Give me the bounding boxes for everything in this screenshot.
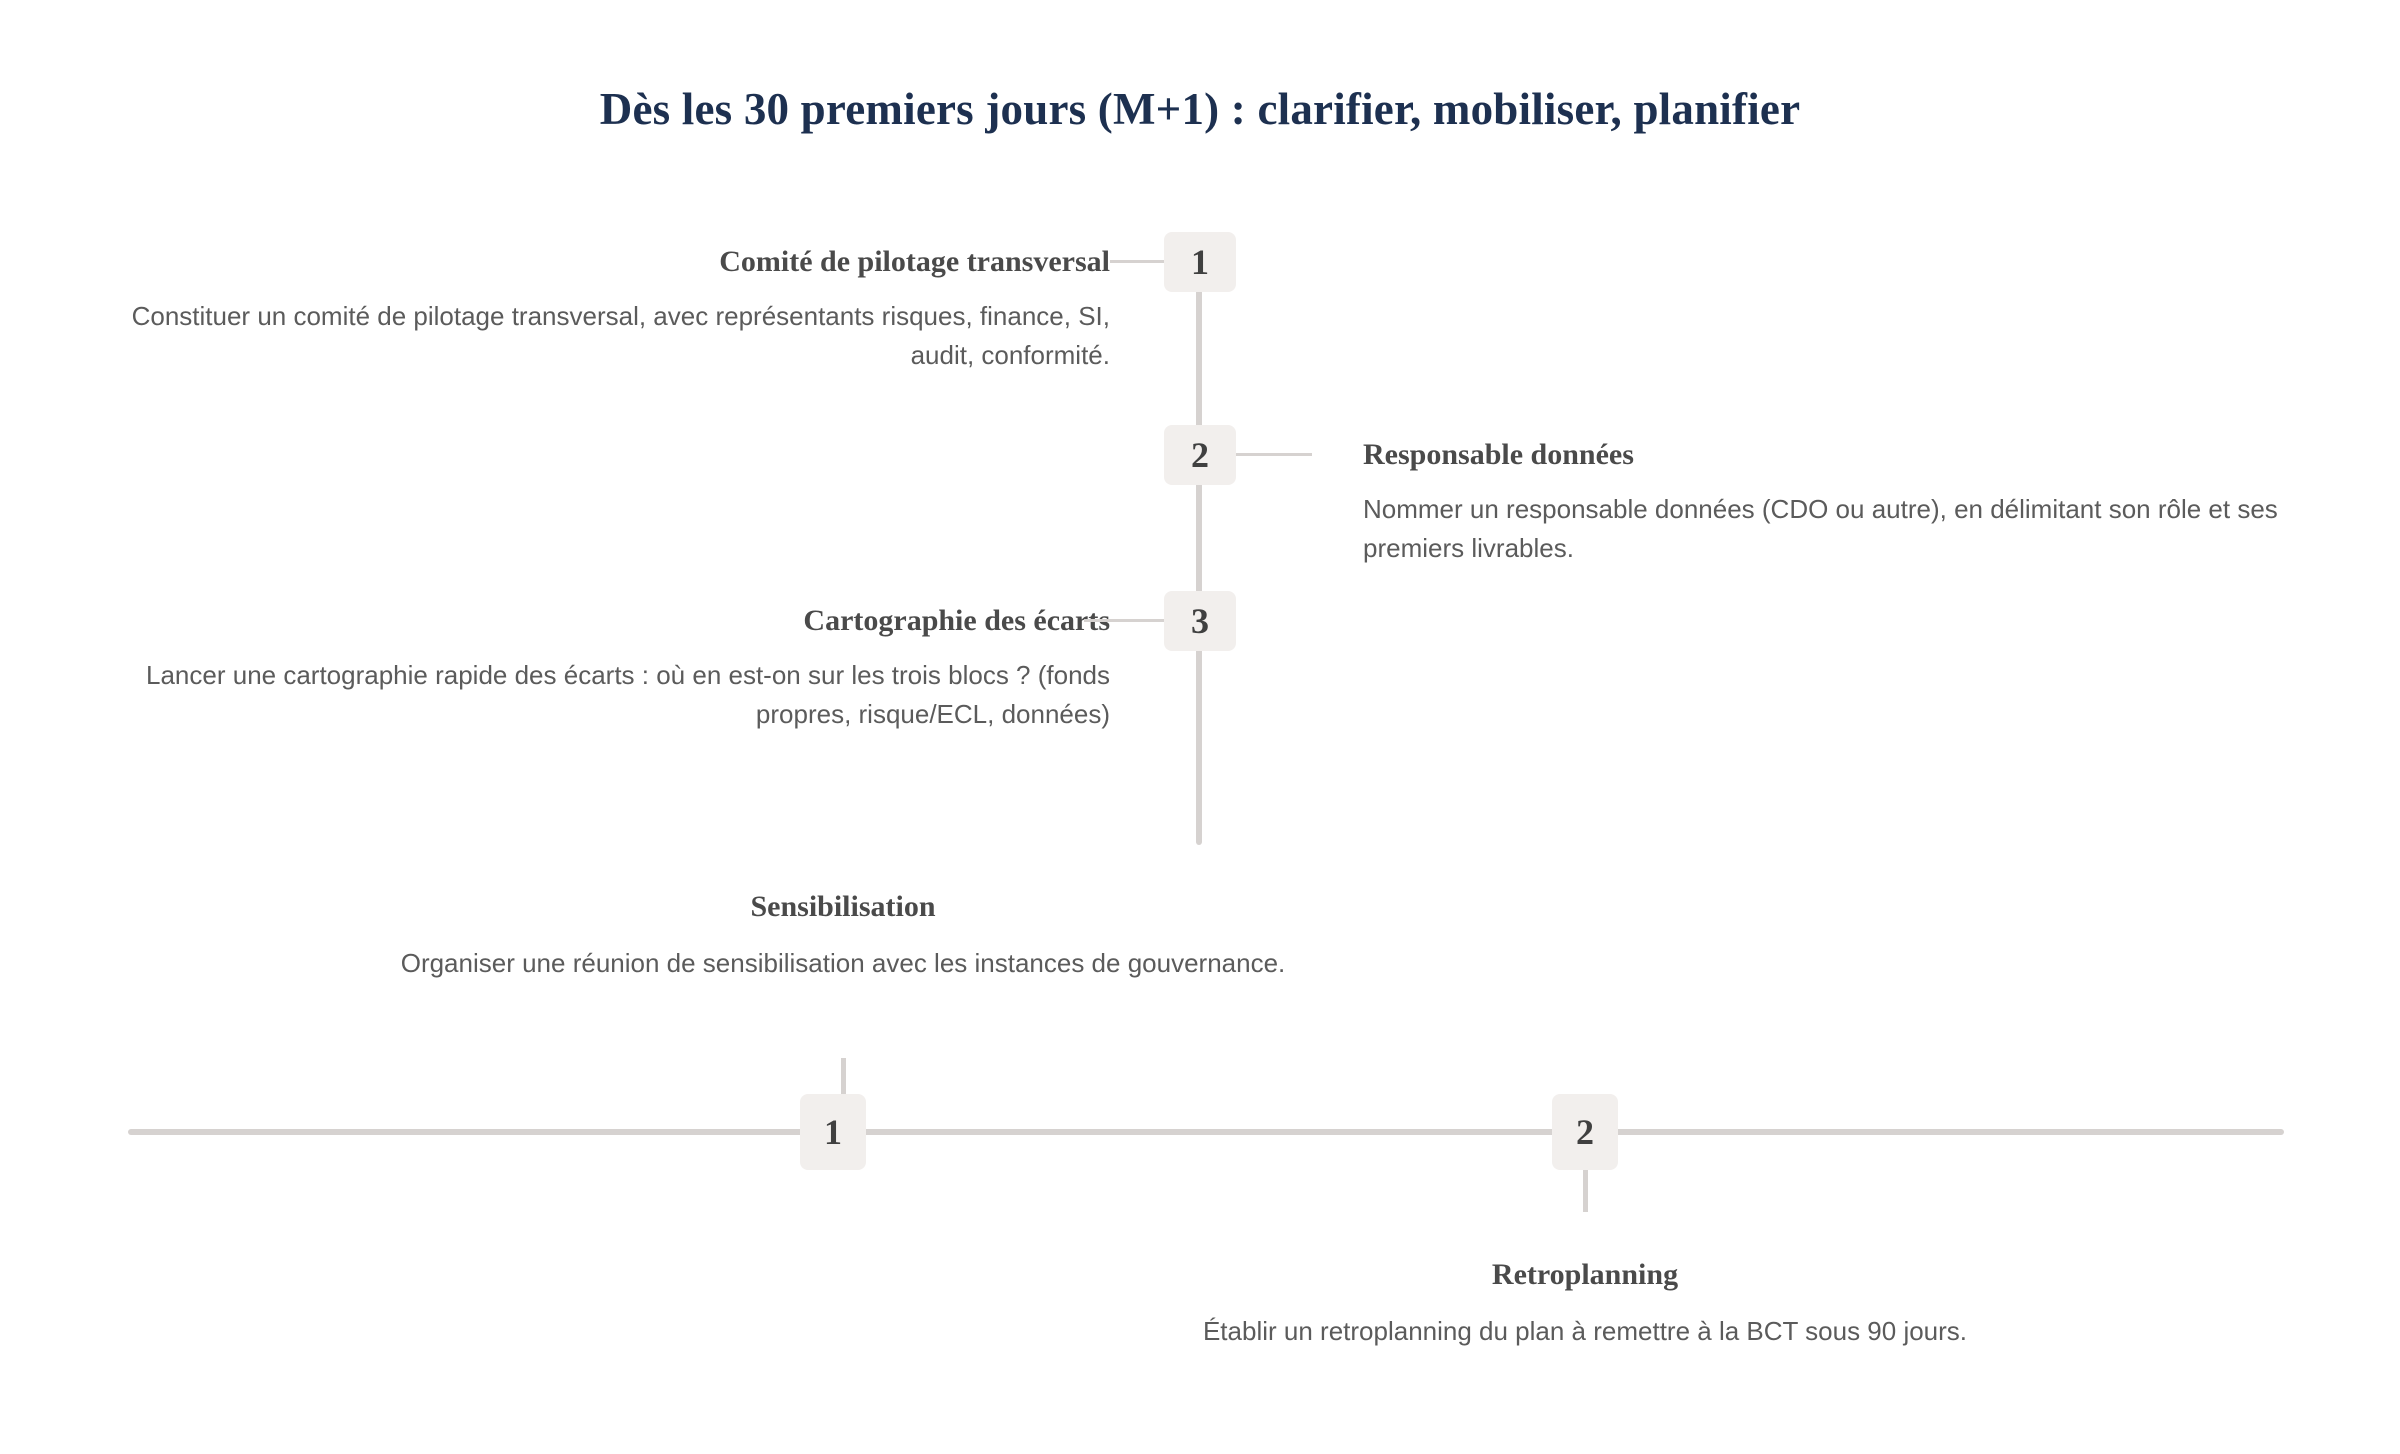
connector-stub-h1: [841, 1058, 846, 1098]
connector-stub-v1: [1110, 260, 1168, 263]
vertical-item-2-title: Responsable données: [1363, 438, 1634, 471]
vertical-badge-2[interactable]: 2: [1164, 425, 1236, 485]
vertical-item-2-description: Nommer un responsable données (CDO ou au…: [1363, 493, 2278, 564]
horizontal-item-1-description: Organiser une réunion de sensibilisation…: [400, 947, 1286, 978]
horizontal-item-2-title: Retroplanning: [1491, 1258, 1679, 1291]
vertical-item-1-title: Comité de pilotage transversal: [719, 245, 1110, 278]
vertical-item-1-description: Constituer un comité de pilotage transve…: [131, 300, 1110, 371]
connector-stub-h2: [1583, 1168, 1588, 1212]
horizontal-badge-1[interactable]: 1: [800, 1094, 866, 1170]
vertical-item-2: Responsable données Nommer un responsabl…: [1363, 436, 2363, 569]
vertical-timeline-axis: [1196, 260, 1202, 845]
horizontal-item-1: Sensibilisation Organiser une réunion de…: [143, 888, 1543, 983]
vertical-timeline: 1 Comité de pilotage transversal Constit…: [110, 232, 2363, 845]
connector-stub-v3: [1084, 619, 1168, 622]
vertical-item-3-description: Lancer une cartographie rapide des écart…: [146, 659, 1110, 730]
vertical-badge-3[interactable]: 3: [1164, 591, 1236, 651]
horizontal-item-1-title: Sensibilisation: [750, 890, 936, 923]
vertical-item-3-title: Cartographie des écarts: [803, 604, 1110, 637]
horizontal-item-2: Retroplanning Établir un retroplanning d…: [885, 1256, 2285, 1351]
horizontal-timeline-axis: [128, 1129, 2284, 1135]
horizontal-badge-2[interactable]: 2: [1552, 1094, 1618, 1170]
horizontal-item-2-description: Établir un retroplanning du plan à remet…: [1202, 1315, 1968, 1346]
page-title: Dès les 30 premiers jours (M+1) : clarif…: [599, 84, 1801, 134]
vertical-item-1: Comité de pilotage transversal Constitue…: [110, 243, 1110, 376]
connector-stub-v2: [1232, 453, 1312, 456]
vertical-badge-1[interactable]: 1: [1164, 232, 1236, 292]
vertical-item-3: Cartographie des écarts Lancer une carto…: [110, 602, 1110, 735]
